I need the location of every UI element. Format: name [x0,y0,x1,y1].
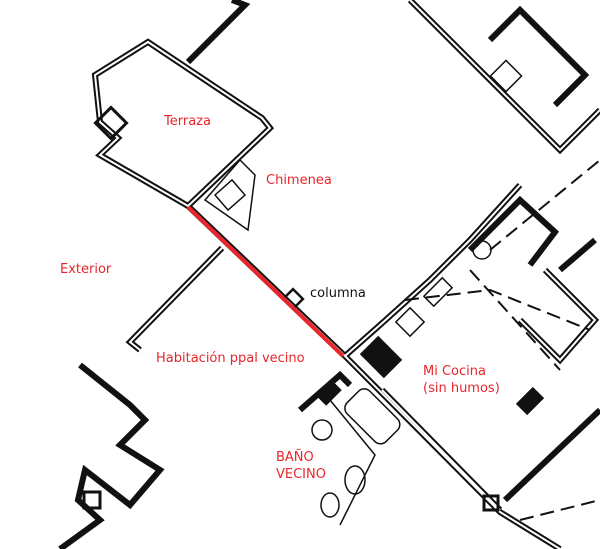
label-cocina-2: (sin humos) [423,381,500,396]
label-exterior: Exterior [60,262,112,277]
walls [58,0,600,549]
label-columna: columna [310,286,366,301]
label-terraza: Terraza [164,114,211,129]
bathtub [344,388,401,445]
label-bano-2: VECINO [276,467,326,482]
label-chimenea: Chimenea [266,173,332,188]
label-bano-1: BAÑO [276,450,314,465]
label-cocina-1: Mi Cocina [423,364,486,379]
chimney-outline [203,158,256,232]
kitchen-shaft [359,335,403,379]
highlighted-wall [186,205,345,358]
label-habitacion: Habitación ppal vecino [156,351,305,366]
